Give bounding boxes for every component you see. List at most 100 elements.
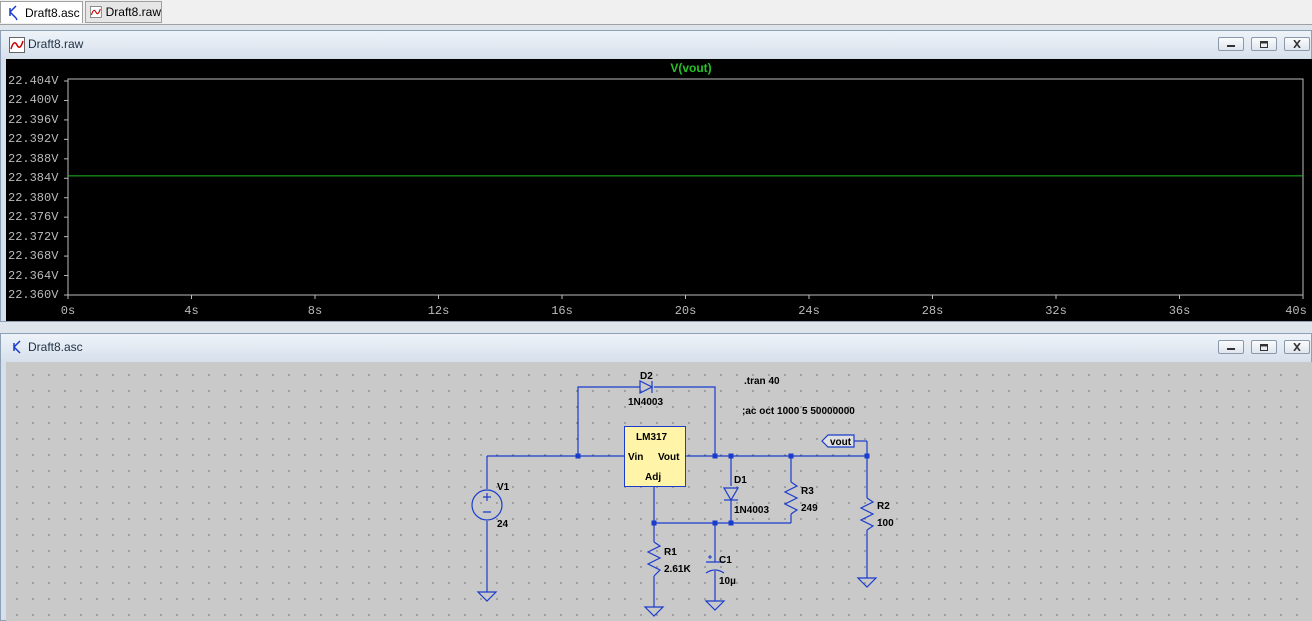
r3-ref: R3 <box>801 486 814 497</box>
wire <box>577 386 640 456</box>
junctions <box>575 453 870 526</box>
r1-ref: R1 <box>664 547 677 558</box>
minimize-button[interactable] <box>1218 37 1244 51</box>
restore-icon <box>1260 344 1268 351</box>
pin-adj-label: Adj <box>645 472 661 483</box>
y-tick-label: 22.376V <box>8 210 59 225</box>
document-tab-strip: Draft8.asc Draft8.raw <box>0 0 1312 25</box>
restore-icon <box>1260 41 1268 48</box>
d2-value: 1N4003 <box>628 397 663 408</box>
waveform-chart <box>64 78 1304 299</box>
schematic-icon <box>9 4 18 20</box>
y-tick-label: 22.364V <box>8 268 59 283</box>
junction <box>712 453 718 459</box>
waveform-window-title: Draft8.raw <box>28 37 84 51</box>
x-tick-label: 0s <box>60 304 76 318</box>
capacitor-c1[interactable] <box>705 555 725 574</box>
y-tick-label: 22.372V <box>8 229 59 244</box>
tab-waveform-label: Draft8.raw <box>105 5 161 19</box>
junction <box>788 453 794 459</box>
schematic-window-title: Draft8.asc <box>28 340 83 354</box>
x-tick-label: 4s <box>184 304 199 318</box>
x-tick-label: 32s <box>1045 304 1067 318</box>
schematic-icon <box>13 340 21 354</box>
minimize-icon <box>1227 45 1235 47</box>
d1-ref: D1 <box>734 475 747 486</box>
pin-vout-label: Vout <box>658 452 680 463</box>
tab-waveform[interactable]: Draft8.raw <box>85 1 162 23</box>
schematic-window: Draft8.asc <box>0 333 1312 621</box>
restore-button[interactable] <box>1251 340 1277 354</box>
diode-d2[interactable] <box>639 380 654 394</box>
voltage-source-v1[interactable] <box>471 489 503 521</box>
close-button[interactable] <box>1284 340 1310 354</box>
tran-directive[interactable]: .tran 40 <box>744 376 780 387</box>
schematic-canvas[interactable]: D2 1N4003 LM317 Vin Vout Adj .tran 40 ;a… <box>6 362 1312 621</box>
ground-symbol <box>476 591 498 602</box>
net-label-flag[interactable] <box>821 434 855 448</box>
junction <box>712 520 718 526</box>
junction <box>728 520 734 526</box>
wire <box>654 386 716 456</box>
plot-frame <box>67 78 1304 296</box>
x-tick-label: 8s <box>307 304 323 318</box>
ground-symbol <box>643 606 665 617</box>
schematic-drawing: D2 1N4003 LM317 Vin Vout Adj .tran 40 ;a… <box>471 371 894 617</box>
y-tick-label: 22.404V <box>8 74 59 88</box>
y-tick-label: 22.392V <box>8 132 59 147</box>
v1-value: 24 <box>497 519 509 530</box>
junction <box>864 453 870 459</box>
minimize-button[interactable] <box>1218 340 1244 354</box>
junction <box>728 453 734 459</box>
ground-symbol <box>856 577 878 588</box>
junction <box>575 453 581 459</box>
resistor-r3[interactable] <box>783 481 799 515</box>
y-tick-label: 22.400V <box>8 93 59 108</box>
restore-button[interactable] <box>1251 37 1277 51</box>
ac-directive[interactable]: ;ac oct 1000 5 50000000 <box>742 406 855 417</box>
net-label-vout: vout <box>830 437 852 448</box>
x-tick-label: 28s <box>921 304 944 318</box>
trace-title[interactable]: V(vout) <box>670 61 712 75</box>
x-tick-label: 40s <box>1285 304 1307 318</box>
x-tick-label: 16s <box>551 304 573 318</box>
c1-value: 10µ <box>719 576 736 587</box>
close-icon <box>1293 40 1301 48</box>
y-tick-label: 22.368V <box>8 249 59 264</box>
r2-value: 100 <box>877 518 894 529</box>
junction <box>651 520 657 526</box>
x-tick-label: 24s <box>798 304 820 318</box>
tab-schematic[interactable]: Draft8.asc <box>0 1 83 23</box>
resistor-r2[interactable] <box>859 497 875 531</box>
v1-ref: V1 <box>497 482 510 493</box>
schematic-window-titlebar: Draft8.asc <box>1 334 1311 361</box>
y-tick-label: 22.384V <box>8 171 59 186</box>
tab-schematic-label: Draft8.asc <box>25 5 80 20</box>
x-tick-label: 20s <box>674 304 697 318</box>
y-tick-label: 22.360V <box>8 288 59 302</box>
ground-symbol <box>704 600 726 611</box>
c1-ref: C1 <box>719 555 732 566</box>
y-tick-label: 22.388V <box>8 151 59 166</box>
close-button[interactable] <box>1284 37 1310 51</box>
resistor-r1[interactable] <box>646 541 662 577</box>
lm317-label: LM317 <box>636 432 668 443</box>
diode-d1[interactable] <box>722 487 740 502</box>
x-tick-label: 12s <box>427 304 450 318</box>
close-icon <box>1293 343 1301 351</box>
d1-value: 1N4003 <box>734 505 769 516</box>
waveform-icon <box>90 6 102 18</box>
wire <box>653 486 791 524</box>
waveform-icon <box>9 37 25 53</box>
pin-vin-label: Vin <box>628 452 643 463</box>
lm317-regulator[interactable] <box>624 426 686 487</box>
waveform-window-titlebar: Draft8.raw <box>1 31 1311 58</box>
r1-value: 2.61K <box>664 564 691 575</box>
minimize-icon <box>1227 348 1235 350</box>
r3-value: 249 <box>801 503 818 514</box>
y-tick-label: 22.380V <box>8 190 59 205</box>
r2-ref: R2 <box>877 501 890 512</box>
x-tick-label: 36s <box>1168 304 1191 318</box>
